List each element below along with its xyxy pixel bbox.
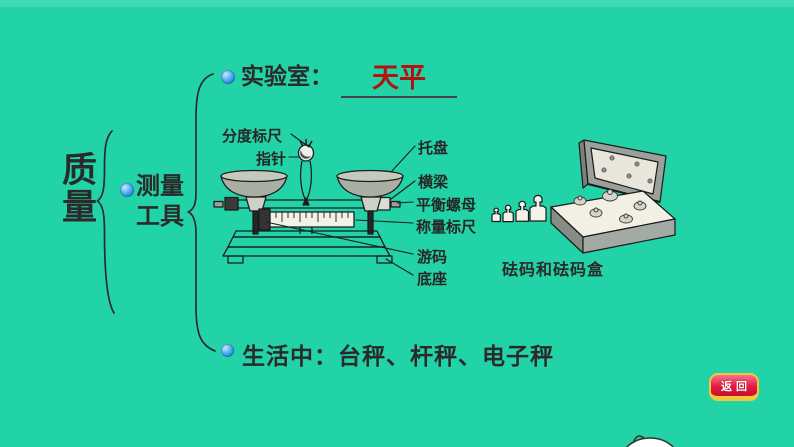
label-pointer: 指针 bbox=[256, 151, 287, 168]
branch-measuring-tools: 测量工具 bbox=[136, 173, 184, 230]
lab-item-prefix: 实验室： bbox=[241, 63, 333, 89]
label-beam: 横梁 bbox=[418, 174, 449, 191]
bullet-icon-life bbox=[221, 344, 234, 357]
mascot-peek-icon bbox=[625, 435, 675, 447]
weight-box-caption: 砝码和砝码盒 bbox=[502, 262, 605, 279]
bullet-icon-lab bbox=[221, 70, 235, 84]
label-weighing-scale: 称量标尺 bbox=[416, 219, 477, 236]
root-topic-mass: 质量 bbox=[62, 151, 99, 228]
right-brace-icon bbox=[186, 73, 216, 352]
leader-lines bbox=[265, 133, 416, 276]
left-brace-icon bbox=[96, 130, 115, 314]
label-rider: 游码 bbox=[417, 249, 448, 266]
label-balance-nut: 平衡螺母 bbox=[416, 197, 477, 214]
life-item-line: 生活中：台秤、杆秤、电子秤 bbox=[242, 343, 554, 369]
weight-box-illustration bbox=[491, 139, 676, 254]
balance-scale-illustration bbox=[213, 139, 404, 264]
bullet-icon-tools bbox=[120, 183, 134, 197]
label-graduation-scale: 分度标尺 bbox=[222, 128, 283, 145]
label-base: 底座 bbox=[417, 271, 448, 288]
lab-item-line: 实验室： 天平 bbox=[241, 56, 457, 98]
lab-item-answer: 天平 bbox=[341, 56, 457, 98]
top-edge-highlight bbox=[0, 0, 794, 7]
return-button[interactable]: 返回 bbox=[709, 373, 759, 401]
label-pan: 托盘 bbox=[418, 140, 449, 157]
